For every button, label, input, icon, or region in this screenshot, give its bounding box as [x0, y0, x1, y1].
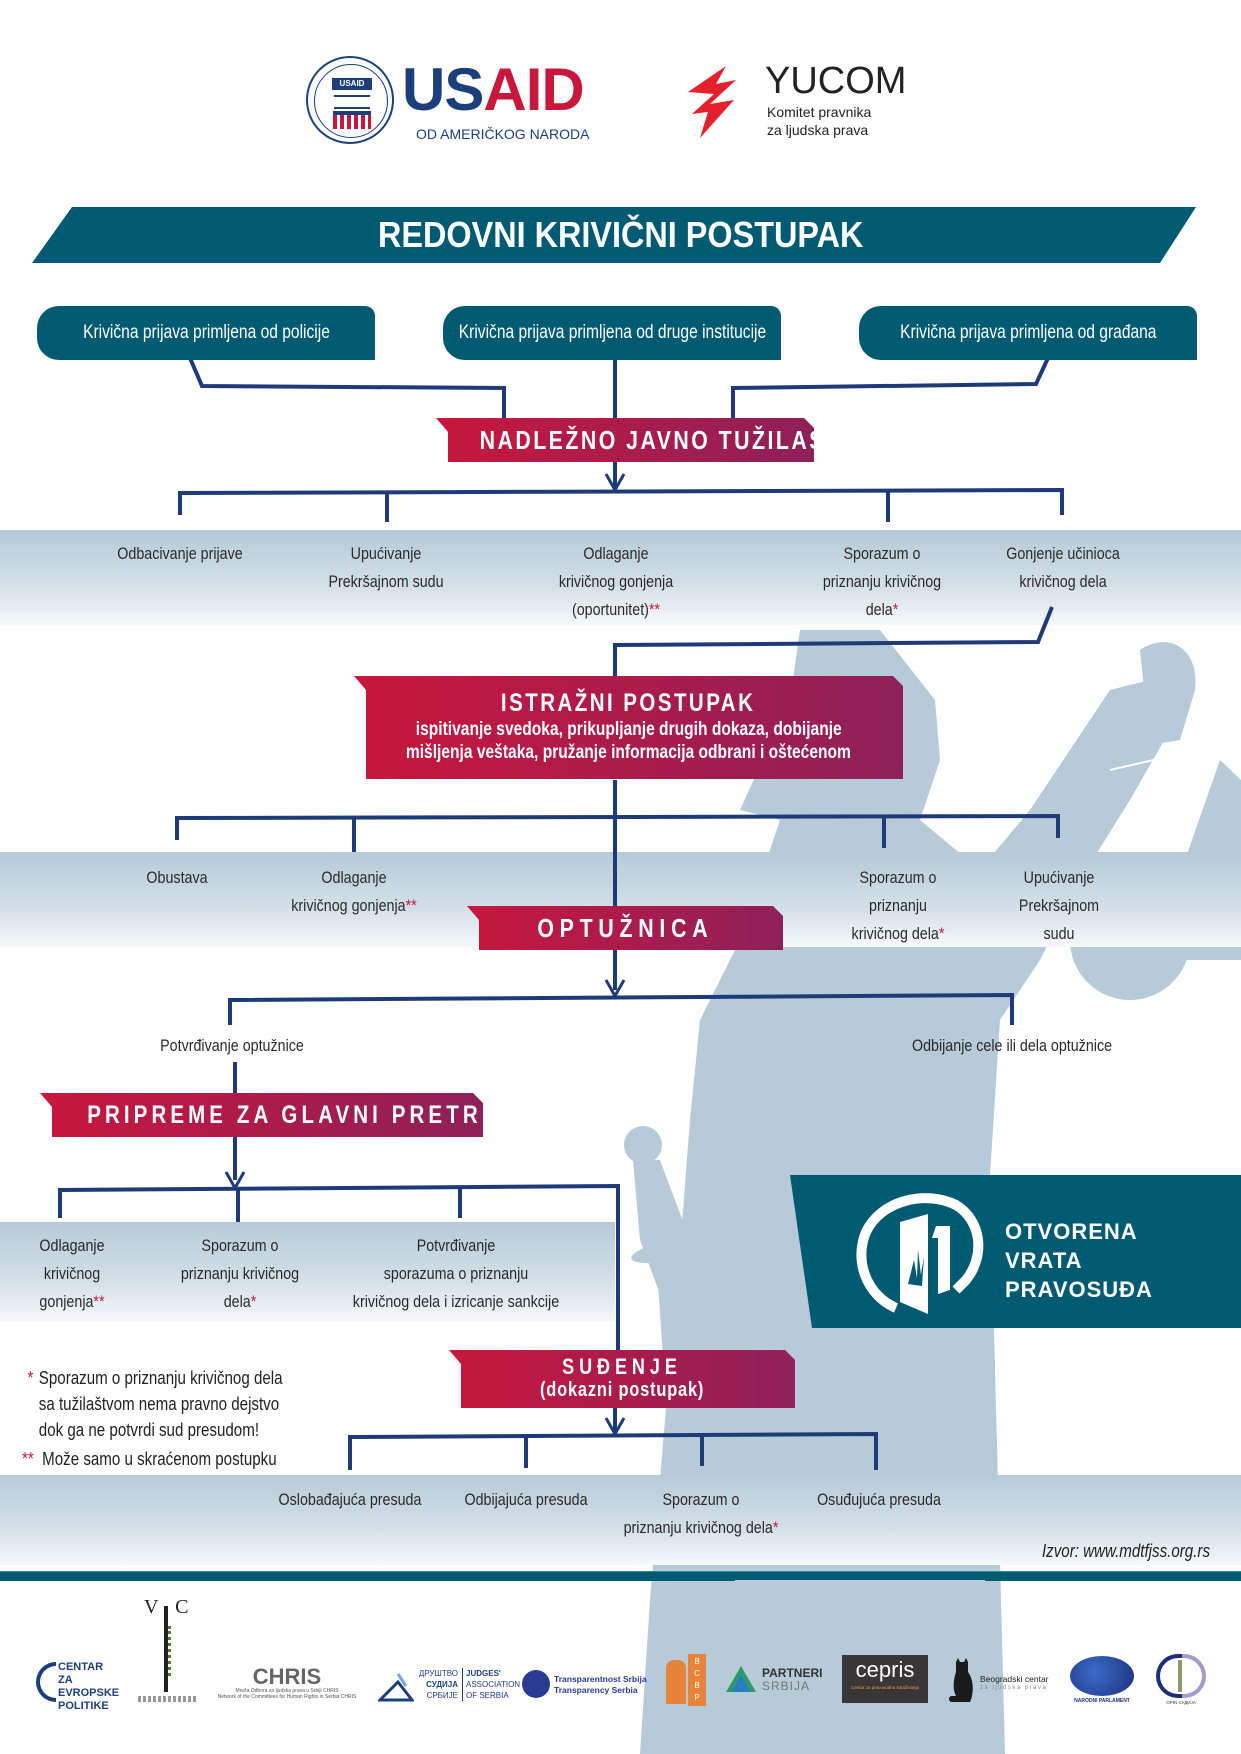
- logo-judges: ДРУШТВО СУДИЈА СРБИЈЕ JUDGES' ASSOCIATIO…: [378, 1668, 520, 1706]
- usaid-tagline: OD AMERIČKOG NARODA: [416, 126, 590, 142]
- source-credit: Izvor: www.mdtfjss.org.rs: [1041, 1541, 1210, 1561]
- stage-sudjenje: SUĐENJE (dokazni postupak): [449, 1350, 795, 1408]
- logo-cepris: cepris Centar za pravosudna istraživanja: [842, 1655, 928, 1703]
- judges-emblem-icon: [378, 1673, 414, 1702]
- usaid-logo: USAID USAID OD AMERIČKOG NARODA: [306, 56, 612, 148]
- logo-bgcentar: Beogradski centar za ljudska prava: [948, 1656, 1060, 1706]
- source-institution: Krivična prijava primljena od druge inst…: [443, 306, 781, 360]
- cat-icon: [949, 1658, 973, 1702]
- logo-chris: CHRIS Mreža Odbora za ljudska prava u Sr…: [217, 1664, 357, 1701]
- arrow-pripreme: [224, 1171, 246, 1192]
- stage-tuzilastvo: NADLEŽNO JAVNO TUŽILAŠTVO: [436, 418, 814, 462]
- stage-pripreme: PRIPREME ZA GLAVNI PRETRES: [40, 1093, 483, 1137]
- footnote-2: **Može samo u skraćenom postupku: [22, 1449, 277, 1469]
- transparency-emblem-icon: [522, 1670, 550, 1698]
- sword-icon: [164, 1606, 168, 1692]
- title-bar: [32, 207, 1196, 263]
- logo-cep: CENTAR ZA EVROPSKE POLITIKE: [36, 1660, 119, 1712]
- yucom-line2: za ljudska prava: [767, 122, 869, 138]
- yucom-emblem-icon: [688, 66, 736, 138]
- source-citizens: Krivična prijava primljena od građana: [859, 306, 1197, 360]
- logo-os: OPIN СУДИЈА: [1152, 1652, 1210, 1708]
- stage-optuznica: OPTUŽNICA: [467, 906, 783, 950]
- footer-rule: [0, 1571, 1241, 1581]
- outcome-obustava: Obustava: [146, 868, 208, 887]
- footnote-1: *Sporazum o priznanju krivičnog dela: [27, 1368, 283, 1388]
- os-emblem-icon: [1156, 1654, 1182, 1698]
- outcome-odbacivanje: Odbacivanje prijave: [117, 544, 243, 563]
- np-emblem-icon: [1070, 1656, 1134, 1696]
- logo-narodni-parlament: NARODNI PARLAMENT: [1068, 1656, 1136, 1706]
- yucom-line1: Komitet pravnika: [767, 104, 872, 120]
- flag-stripes-icon: [333, 111, 371, 129]
- laurel-icon: [168, 1626, 179, 1676]
- logo-partneri: PARTNERI SRBIJA: [724, 1660, 830, 1700]
- arrow-optuznica: [604, 979, 626, 1000]
- connector-police: [188, 357, 506, 420]
- open-door-icon: [856, 1193, 984, 1314]
- partneri-emblem-icon: [726, 1666, 756, 1692]
- source-police: Krivična prijava primljena od policije: [37, 306, 375, 360]
- band-sudjenje: [0, 1475, 1241, 1565]
- outcome-potvrdjivanje-optuznice: Potvrđivanje optužnice: [160, 1036, 304, 1055]
- yucom-logo: YUCOM Komitet pravnika za ljudska prava: [686, 60, 916, 142]
- usaid-seal-badge: USAID: [332, 78, 372, 90]
- page-title: REDOVNI KRIVIČNI POSTUPAK: [377, 214, 864, 255]
- logo-transparency: Transparentnost Srbija Transparency Serb…: [522, 1668, 654, 1702]
- usaid-seal: USAID: [306, 56, 394, 144]
- arrow-tuzilastvo: [604, 473, 626, 494]
- logo-vtc: V C: [138, 1596, 198, 1708]
- handshake-icon: [334, 95, 370, 109]
- outcome-odbijanje-optuznice: Odbijanje cele ili dela optužnice: [911, 1036, 1113, 1055]
- outcome-osudjujuca: Osuđujuća presuda: [817, 1490, 941, 1509]
- outcome-oslobadjajuca: Oslobađajuća presuda: [278, 1490, 422, 1509]
- cep-emblem-icon: [36, 1662, 56, 1702]
- band-pripreme: [0, 1222, 615, 1322]
- footnotes: *Sporazum o priznanju krivičnog dela sa …: [22, 1365, 322, 1472]
- outcome-odbijajuca: Odbijajuća presuda: [464, 1490, 588, 1509]
- ovp-text: OTVORENA VRATA PRAVOSUĐA: [1005, 1219, 1153, 1302]
- yucom-name: YUCOM: [765, 60, 907, 102]
- stage-istrazni: ISTRAŽNI POSTUPAK ispitivanje svedoka, p…: [354, 676, 903, 779]
- arrow-sudjenje: [604, 1417, 626, 1438]
- connector-citizens: [731, 357, 1050, 420]
- usaid-wordmark: USAID: [402, 56, 585, 123]
- bcbp-figure-icon: [666, 1660, 686, 1704]
- band-tuzilastvo: [0, 530, 1241, 625]
